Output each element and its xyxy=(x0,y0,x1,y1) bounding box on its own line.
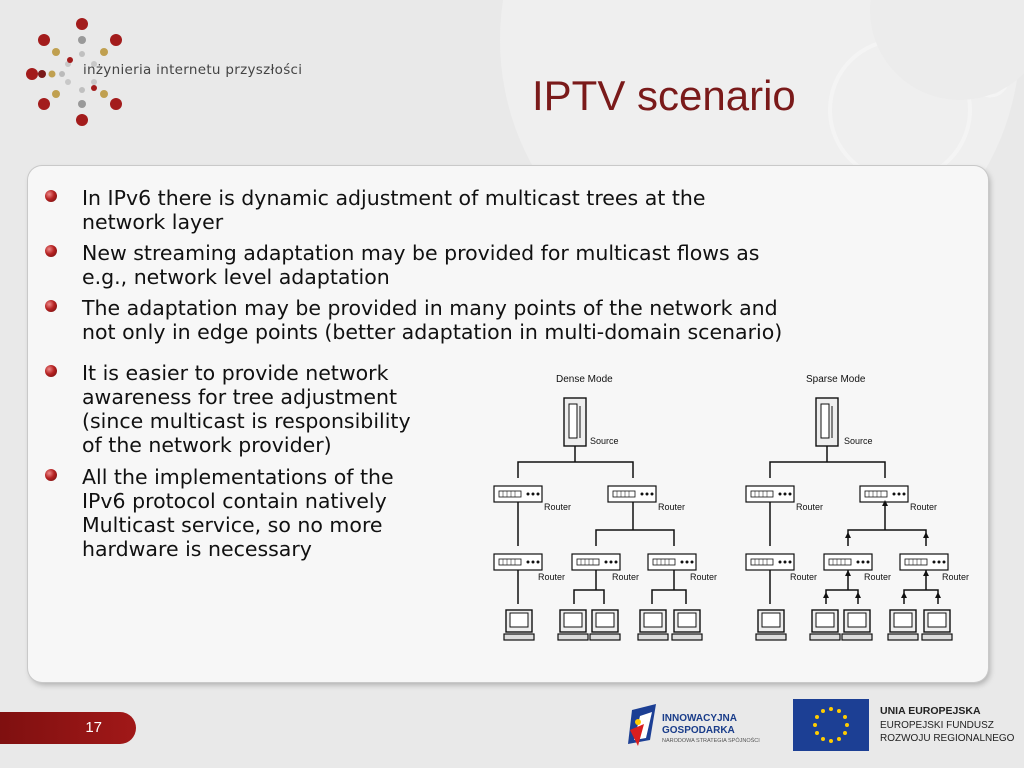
bullet-icon xyxy=(45,190,57,202)
router-label: Router xyxy=(538,572,565,582)
innovative-economy-logo-icon xyxy=(628,704,656,746)
router-icon xyxy=(859,485,909,503)
bullet-line: In IPv6 there is dynamic adjustment of m… xyxy=(82,186,706,210)
router-label: Router xyxy=(612,572,639,582)
source-label: Source xyxy=(590,436,619,446)
bullet-item: In IPv6 there is dynamic adjustment of m… xyxy=(45,186,706,234)
computer-icon xyxy=(755,609,787,641)
bullet-line: All the implementations of the xyxy=(82,465,394,489)
router-label: Router xyxy=(910,502,937,512)
bullet-line: It is easier to provide network xyxy=(82,361,389,385)
router-label: Router xyxy=(864,572,891,582)
computer-icon xyxy=(841,609,873,641)
eu-logo-line1: UNIA EUROPEJSKA xyxy=(880,705,981,717)
bullet-item: All the implementations of the IPv6 prot… xyxy=(45,465,394,561)
computer-icon xyxy=(589,609,621,641)
router-icon xyxy=(823,553,873,571)
bullet-line: hardware is necessary xyxy=(82,537,312,561)
sparse-mode-title: Sparse Mode xyxy=(806,374,866,385)
page-number: 17 xyxy=(85,719,102,736)
router-icon xyxy=(899,553,949,571)
router-icon xyxy=(647,553,697,571)
router-label: Router xyxy=(796,502,823,512)
router-label: Router xyxy=(544,502,571,512)
bullet-line: New streaming adaptation may be provided… xyxy=(82,241,760,265)
ig-logo-line2: GOSPODARKA xyxy=(662,725,735,736)
page-title: IPTV scenario xyxy=(532,72,796,119)
router-label: Router xyxy=(690,572,717,582)
bullet-line: e.g., network level adaptation xyxy=(82,265,390,289)
eu-logo-line3: ROZWOJU REGIONALNEGO xyxy=(880,733,1015,744)
computer-icon xyxy=(887,609,919,641)
router-icon xyxy=(745,553,795,571)
bullet-line: (since multicast is responsibility xyxy=(82,409,411,433)
bullet-icon xyxy=(45,245,57,257)
bullet-item: New streaming adaptation may be provided… xyxy=(45,241,760,289)
eu-logo-line2: EUROPEJSKI FUNDUSZ xyxy=(880,720,994,731)
logo-text: inżynieria internetu przyszłości xyxy=(83,62,303,78)
computer-icon xyxy=(503,609,535,641)
computer-icon xyxy=(921,609,953,641)
bullet-icon xyxy=(45,365,57,377)
server-icon xyxy=(563,397,587,447)
ig-logo-line3: NARODOWA STRATEGIA SPÓJNOŚCI xyxy=(662,738,760,744)
router-icon xyxy=(607,485,657,503)
router-label: Router xyxy=(658,502,685,512)
computer-icon xyxy=(637,609,669,641)
router-label: Router xyxy=(942,572,969,582)
router-icon xyxy=(745,485,795,503)
router-icon xyxy=(571,553,621,571)
bullet-line: IPv6 protocol contain natively xyxy=(82,489,387,513)
bullet-icon xyxy=(45,469,57,481)
computer-icon xyxy=(809,609,841,641)
computer-icon xyxy=(671,609,703,641)
ig-logo-line1: INNOWACYJNA xyxy=(662,713,738,724)
bullet-item: It is easier to provide network awarenes… xyxy=(45,361,411,457)
bullet-line: network layer xyxy=(82,210,224,234)
router-icon xyxy=(493,553,543,571)
computer-icon xyxy=(557,609,589,641)
bullet-item: The adaptation may be provided in many p… xyxy=(45,296,783,344)
bullet-line: The adaptation may be provided in many p… xyxy=(82,296,778,320)
server-icon xyxy=(815,397,839,447)
eu-flag-icon xyxy=(793,699,869,751)
page-number-badge: 17 xyxy=(0,712,136,744)
router-icon xyxy=(493,485,543,503)
bullet-line: of the network provider) xyxy=(82,433,332,457)
bullet-line: not only in edge points (better adaptati… xyxy=(82,320,783,344)
bullet-line: Multicast service, so no more xyxy=(82,513,383,537)
dense-mode-title: Dense Mode xyxy=(556,374,613,385)
logo-icon xyxy=(26,18,122,126)
source-label: Source xyxy=(844,436,873,446)
bullet-icon xyxy=(45,300,57,312)
multicast-diagram: Dense Mode Source Router Router Router R… xyxy=(493,374,969,641)
router-label: Router xyxy=(790,572,817,582)
bullet-line: awareness for tree adjustment xyxy=(82,385,398,409)
